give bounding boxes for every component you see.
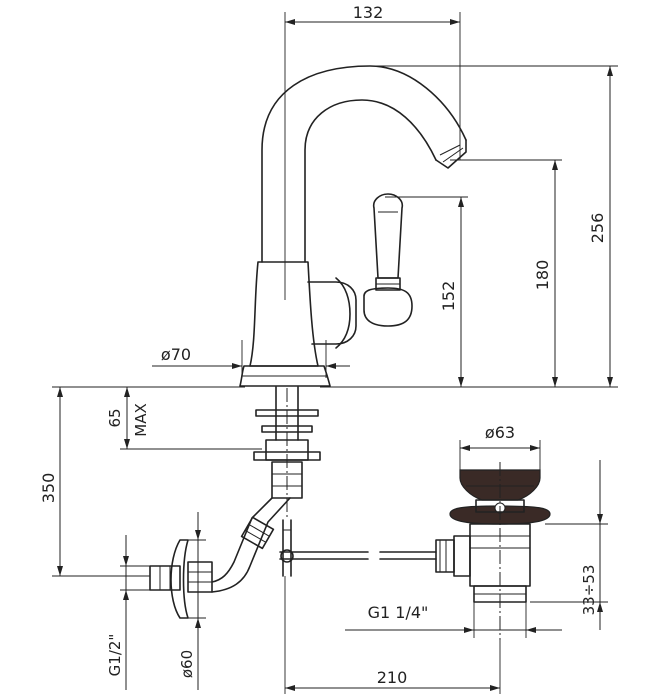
dimension-waste-thread: G1 1/4" <box>345 602 562 638</box>
dimension-label-65: 65 <box>106 408 124 427</box>
pop-up-linkage <box>279 519 437 577</box>
dimension-spout-reach: 132 <box>284 3 461 300</box>
dimension-pop-up-reach: 210 <box>284 576 501 694</box>
dimension-label-180: 180 <box>533 260 552 291</box>
dimension-inlet-thread: G1/2" <box>106 535 150 690</box>
dimension-flange-diameter: ø60 <box>178 512 206 690</box>
dimension-label-210: 210 <box>377 668 408 687</box>
dimension-label-o70: ø70 <box>161 345 191 364</box>
pop-up-waste <box>435 462 551 640</box>
dimension-waste-adjust: 33÷53 <box>530 460 608 630</box>
dimension-label-max: MAX <box>132 403 150 436</box>
inlet-fitting <box>149 539 213 619</box>
flexible-hose <box>211 497 291 593</box>
dimension-label-132: 132 <box>353 3 384 22</box>
dimension-base-diameter: ø70 <box>152 340 350 378</box>
dimension-waste-diameter: ø63 <box>459 423 541 470</box>
dimension-label-o60: ø60 <box>178 650 196 678</box>
dimension-label-33-53: 33÷53 <box>580 565 598 616</box>
shank-assembly <box>253 386 321 520</box>
dimension-label-350: 350 <box>39 473 58 504</box>
dimension-max-deck-thickness: 65 MAX <box>106 387 262 450</box>
dimension-label-o63: ø63 <box>485 423 515 442</box>
dimension-spout-height: 180 <box>450 159 562 387</box>
dimension-label-g1-14: G1 1/4" <box>368 603 429 622</box>
dimension-below-deck-depth: 350 <box>39 386 245 577</box>
faucet-body <box>239 65 467 387</box>
dimension-label-256: 256 <box>588 213 607 244</box>
dimension-total-height: 256 <box>320 65 618 388</box>
dimension-handle-height: 152 <box>385 196 468 387</box>
lever-handle <box>363 193 413 327</box>
dimension-label-g12: G1/2" <box>106 634 124 677</box>
dimension-label-152: 152 <box>439 281 458 312</box>
